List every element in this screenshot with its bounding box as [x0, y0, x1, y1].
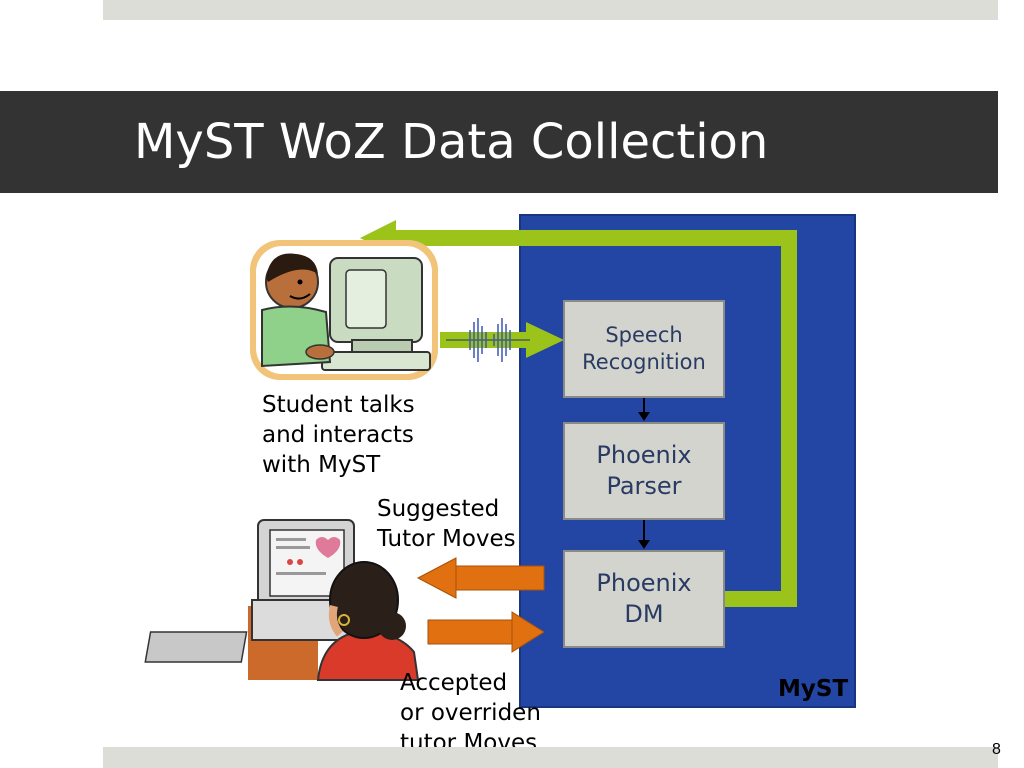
waveform-icon [446, 318, 530, 362]
title-bar [0, 91, 998, 193]
suggested-moves-arrow [416, 557, 545, 599]
student-at-computer-icon [250, 240, 438, 380]
pipeline-arrows [638, 398, 650, 549]
top-decor-band [103, 0, 998, 20]
speech-recognition-box: Speech Recognition [563, 300, 725, 398]
myst-panel-label: MyST [778, 676, 849, 702]
tutor-at-computer-icon [144, 519, 420, 681]
slide-title: MyST WoZ Data Collection [134, 114, 769, 170]
suggested-moves-caption: Suggested Tutor Moves [377, 496, 516, 552]
page-number: 8 [992, 741, 1001, 758]
accepted-moves-caption: Accepted or overriden tutor Moves [400, 670, 541, 756]
student-caption: Student talks and interacts with MyST [262, 392, 415, 478]
accepted-moves-arrow [427, 611, 545, 653]
phoenix-dm-box: Phoenix DM [563, 550, 725, 648]
bottom-decor-band [103, 747, 998, 768]
phoenix-parser-box: Phoenix Parser [563, 422, 725, 520]
